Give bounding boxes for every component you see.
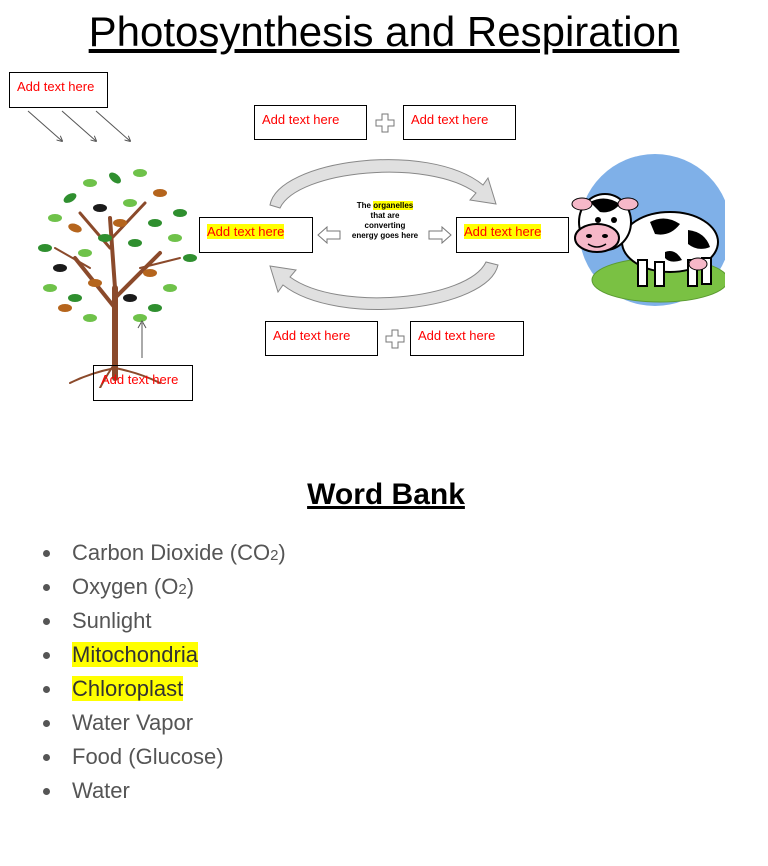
center-note: The organelles that are converting energ… [340,201,430,241]
word-text: Oxygen (O [72,574,179,599]
word-bank-title: Word Bank [307,478,465,511]
center-note-line3: converting [364,221,406,230]
center-note-highlight: organelles [373,201,414,210]
plus-icon [385,329,405,349]
word-subscript: 2 [178,581,187,598]
word-text: Carbon Dioxide (CO [72,540,271,565]
word-text: Chloroplast [72,676,184,701]
word-suffix: ) [278,540,286,565]
word-bank-item: Carbon Dioxide (CO2) [40,536,286,570]
sun-textbox[interactable]: Add text here [9,72,108,108]
word-bank-item: Sunlight [40,604,286,638]
word-text: Water [72,778,130,803]
word-text: Food (Glucose) [72,744,224,769]
cycle-arrow-icon [269,159,499,310]
word-bank-item: Water Vapor [40,706,286,740]
left-organelle-textbox[interactable]: Add text here [199,217,313,253]
word-bank-item: Water [40,774,286,808]
plus-icon [375,113,395,133]
sun-textbox-label: Add text here [17,79,95,94]
page-title: Photosynthesis and Respiration [88,8,680,55]
bottom-left-textbox-label: Add text here [273,328,351,343]
sun-ray-arrows-icon [27,110,160,175]
word-text: Mitochondria [72,642,198,667]
center-note-line4: energy goes here [351,231,419,240]
bottom-left-textbox[interactable]: Add text here [265,321,378,356]
top-right-textbox-label: Add text here [411,112,489,127]
word-bank-item: Chloroplast [40,672,286,706]
root-textbox-label: Add text here [101,372,179,387]
center-note-prefix: The [356,201,371,210]
word-suffix: ) [186,574,195,599]
top-left-textbox[interactable]: Add text here [254,105,367,140]
word-text: Sunlight [72,608,152,633]
left-organelle-label: Add text here [207,224,285,239]
hollow-arrow-left-icon [317,226,341,244]
right-organelle-textbox[interactable]: Add text here [456,217,569,253]
cow-icon [571,154,725,306]
bottom-right-textbox[interactable]: Add text here [410,321,524,356]
right-organelle-label: Add text here [464,224,542,239]
word-text: Water Vapor [72,710,194,735]
top-left-textbox-label: Add text here [262,112,340,127]
word-bank-item: Oxygen (O2) [40,570,286,604]
root-textbox[interactable]: Add text here [93,365,193,401]
word-subscript: 2 [270,547,279,564]
center-note-line2: that are [370,211,400,220]
top-right-textbox[interactable]: Add text here [403,105,516,140]
tree-icon [38,169,197,388]
bottom-right-textbox-label: Add text here [418,328,496,343]
word-bank-item: Food (Glucose) [40,740,286,774]
hollow-arrow-right-icon [428,226,452,244]
word-bank-list: Carbon Dioxide (CO2) Oxygen (O2) Sunligh… [40,536,286,808]
word-bank-item: Mitochondria [40,638,286,672]
